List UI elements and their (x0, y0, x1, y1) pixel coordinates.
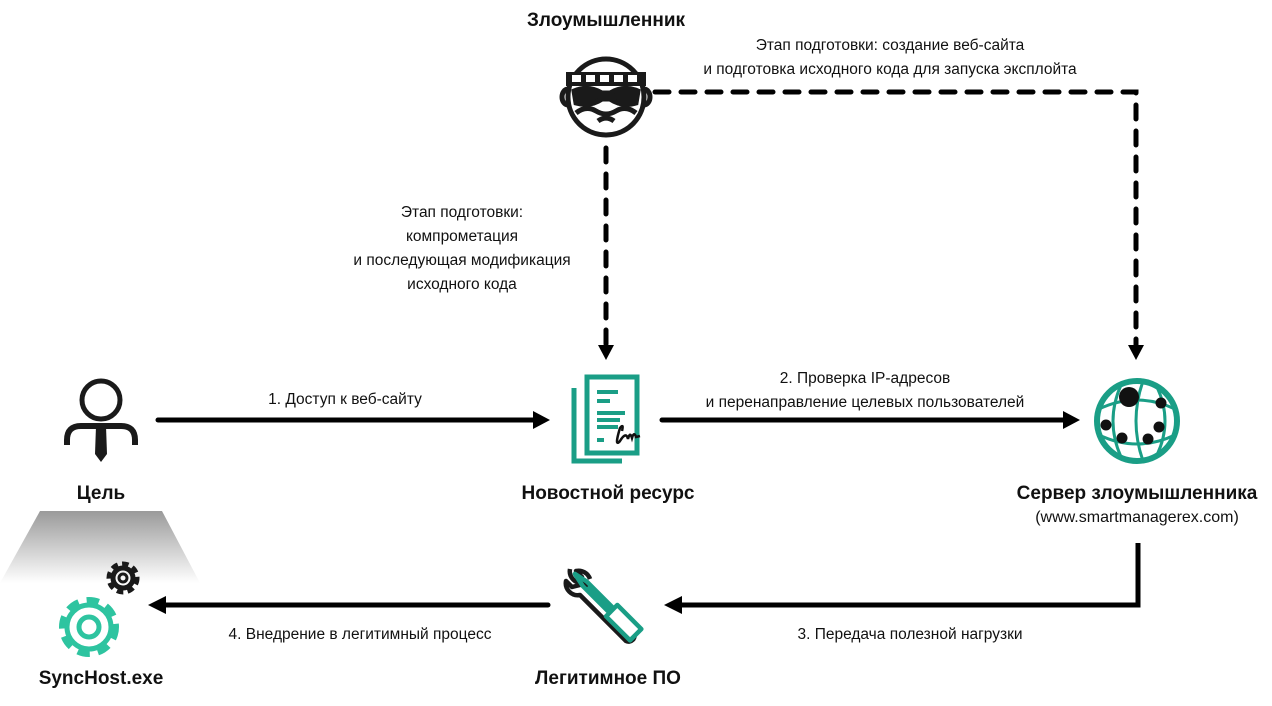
edge-step4 (148, 596, 551, 614)
server-url: (www.smartmanagerex.com) (1035, 509, 1239, 526)
step2-label: 2. Проверка IP-адресов и перенаправление… (660, 367, 1070, 415)
legit-title: Легитимное ПО (535, 668, 681, 689)
gear-icon (59, 597, 119, 657)
step4-label: 4. Внедрение в легитимный процесс (228, 626, 492, 643)
edge-step1 (155, 411, 550, 429)
prep-compromise-line-4: исходного кода (407, 276, 517, 293)
edge-prep-website (652, 89, 1144, 360)
step2-line-2: и перенаправление целевых пользователей (705, 394, 1025, 411)
document-icon (571, 374, 641, 464)
prep-compromise-label: Этап подготовки: компрометация и последу… (322, 201, 602, 297)
synchost-title: SyncHost.exe (38, 668, 164, 689)
attacker-title: Злоумышленник (526, 10, 686, 31)
edge-prep-compromise (598, 145, 614, 360)
target-title: Цель (76, 483, 126, 504)
news-title: Новостной ресурс (521, 483, 695, 504)
step2-line-1: 2. Проверка IP-адресов (779, 370, 951, 387)
prep-compromise-line-3: и последующая модификация (353, 252, 571, 269)
user-icon (64, 378, 138, 462)
prep-website-line-1: Этап подготовки: создание веб-сайта (755, 37, 1025, 54)
globe-icon (1094, 378, 1180, 464)
prep-website-line-2: и подготовка исходного кода для запуска … (703, 61, 1077, 78)
tools-icon (563, 568, 644, 644)
server-title: Сервер злоумышленника (1016, 483, 1258, 504)
prep-website-label: Этап подготовки: создание веб-сайта и по… (660, 34, 1120, 82)
step3-label: 3. Передача полезной нагрузки (797, 626, 1023, 643)
step1-label: 1. Доступ к веб-сайту (268, 391, 422, 408)
gear-icon-dark (106, 561, 140, 595)
target-shadow (0, 511, 200, 583)
prep-compromise-line-1: Этап подготовки: (400, 204, 524, 221)
hacker-icon (559, 56, 653, 138)
prep-compromise-line-2: компрометация (405, 228, 519, 245)
edge-step2 (659, 411, 1080, 429)
edge-step3 (664, 543, 1141, 614)
